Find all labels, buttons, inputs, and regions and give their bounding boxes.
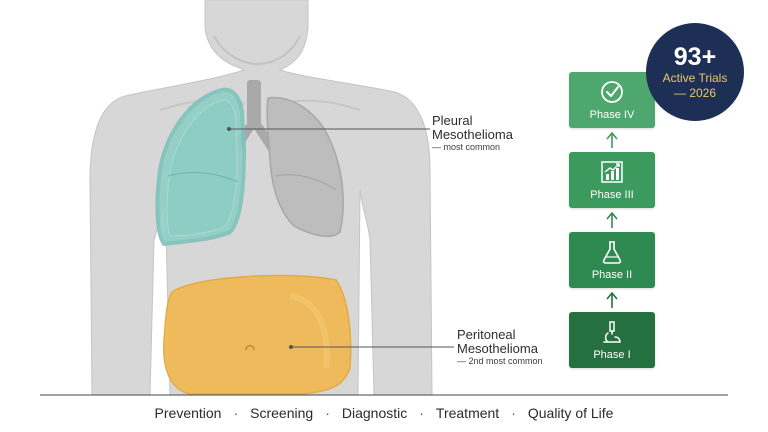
- microscope-icon: [603, 321, 621, 343]
- nav-item-screening[interactable]: Screening: [250, 405, 314, 421]
- trials-count: 93+: [673, 42, 717, 71]
- abdomen-highlight: [289, 293, 330, 369]
- peritoneal-title-line1: Peritoneal: [457, 327, 516, 342]
- pleural-title-line2: Mesothelioma: [432, 127, 513, 142]
- flask-icon: [602, 241, 622, 264]
- abdomen-peritoneal: [163, 274, 352, 395]
- phase-label: Phase I: [593, 349, 631, 361]
- navel: [245, 344, 255, 351]
- active-trials-badge: 93+ Active Trials — 2026: [646, 23, 744, 121]
- separator-dot: ·: [511, 405, 516, 421]
- lung-left-fissure: [167, 172, 239, 183]
- phase-label: Phase III: [590, 189, 634, 201]
- phase-box-i: Phase I: [569, 312, 655, 368]
- arrow-up-icon: [606, 291, 618, 308]
- nav-item-prevention[interactable]: Prevention: [154, 405, 222, 421]
- bottom-navigation: Prevention · Screening · Diagnostic · Tr…: [0, 396, 768, 430]
- phase-box-iii: Phase III: [569, 152, 655, 208]
- separator-dot: ·: [325, 405, 330, 421]
- trials-label-line1: Active Trials: [662, 70, 728, 85]
- arrow-up-icon: [606, 211, 618, 228]
- peritoneal-note: — 2nd most common: [457, 356, 543, 366]
- pleural-title-line1: Pleural: [432, 113, 473, 128]
- pleural-leader-dot: [227, 127, 231, 131]
- trachea: [247, 80, 261, 130]
- peritoneal-title-line2: Mesothelioma: [457, 341, 538, 356]
- peritoneal-leader-dot: [289, 345, 293, 349]
- separator-dot: ·: [419, 405, 424, 421]
- pleural-note: — most common: [432, 142, 501, 152]
- phase-label: Phase IV: [589, 109, 635, 121]
- lung-right-fissure: [275, 174, 337, 191]
- nav-item-quality-of-life[interactable]: Quality of Life: [527, 405, 614, 421]
- phase-label: Phase II: [591, 269, 633, 281]
- trials-label-line2: — 2026: [673, 85, 717, 100]
- separator-dot: ·: [233, 405, 239, 421]
- neck-shading: [213, 35, 301, 66]
- chart-growth-icon: [601, 161, 623, 183]
- lung-right: [266, 96, 344, 238]
- phase-box-ii: Phase II: [569, 232, 655, 288]
- arrow-up-icon: [606, 131, 618, 148]
- phase-box-iv: Phase IV: [569, 72, 655, 128]
- nav-item-treatment[interactable]: Treatment: [435, 405, 500, 421]
- nav-item-diagnostic[interactable]: Diagnostic: [341, 405, 408, 421]
- check-circle-icon: [601, 81, 623, 103]
- lung-left-inner: [166, 99, 238, 237]
